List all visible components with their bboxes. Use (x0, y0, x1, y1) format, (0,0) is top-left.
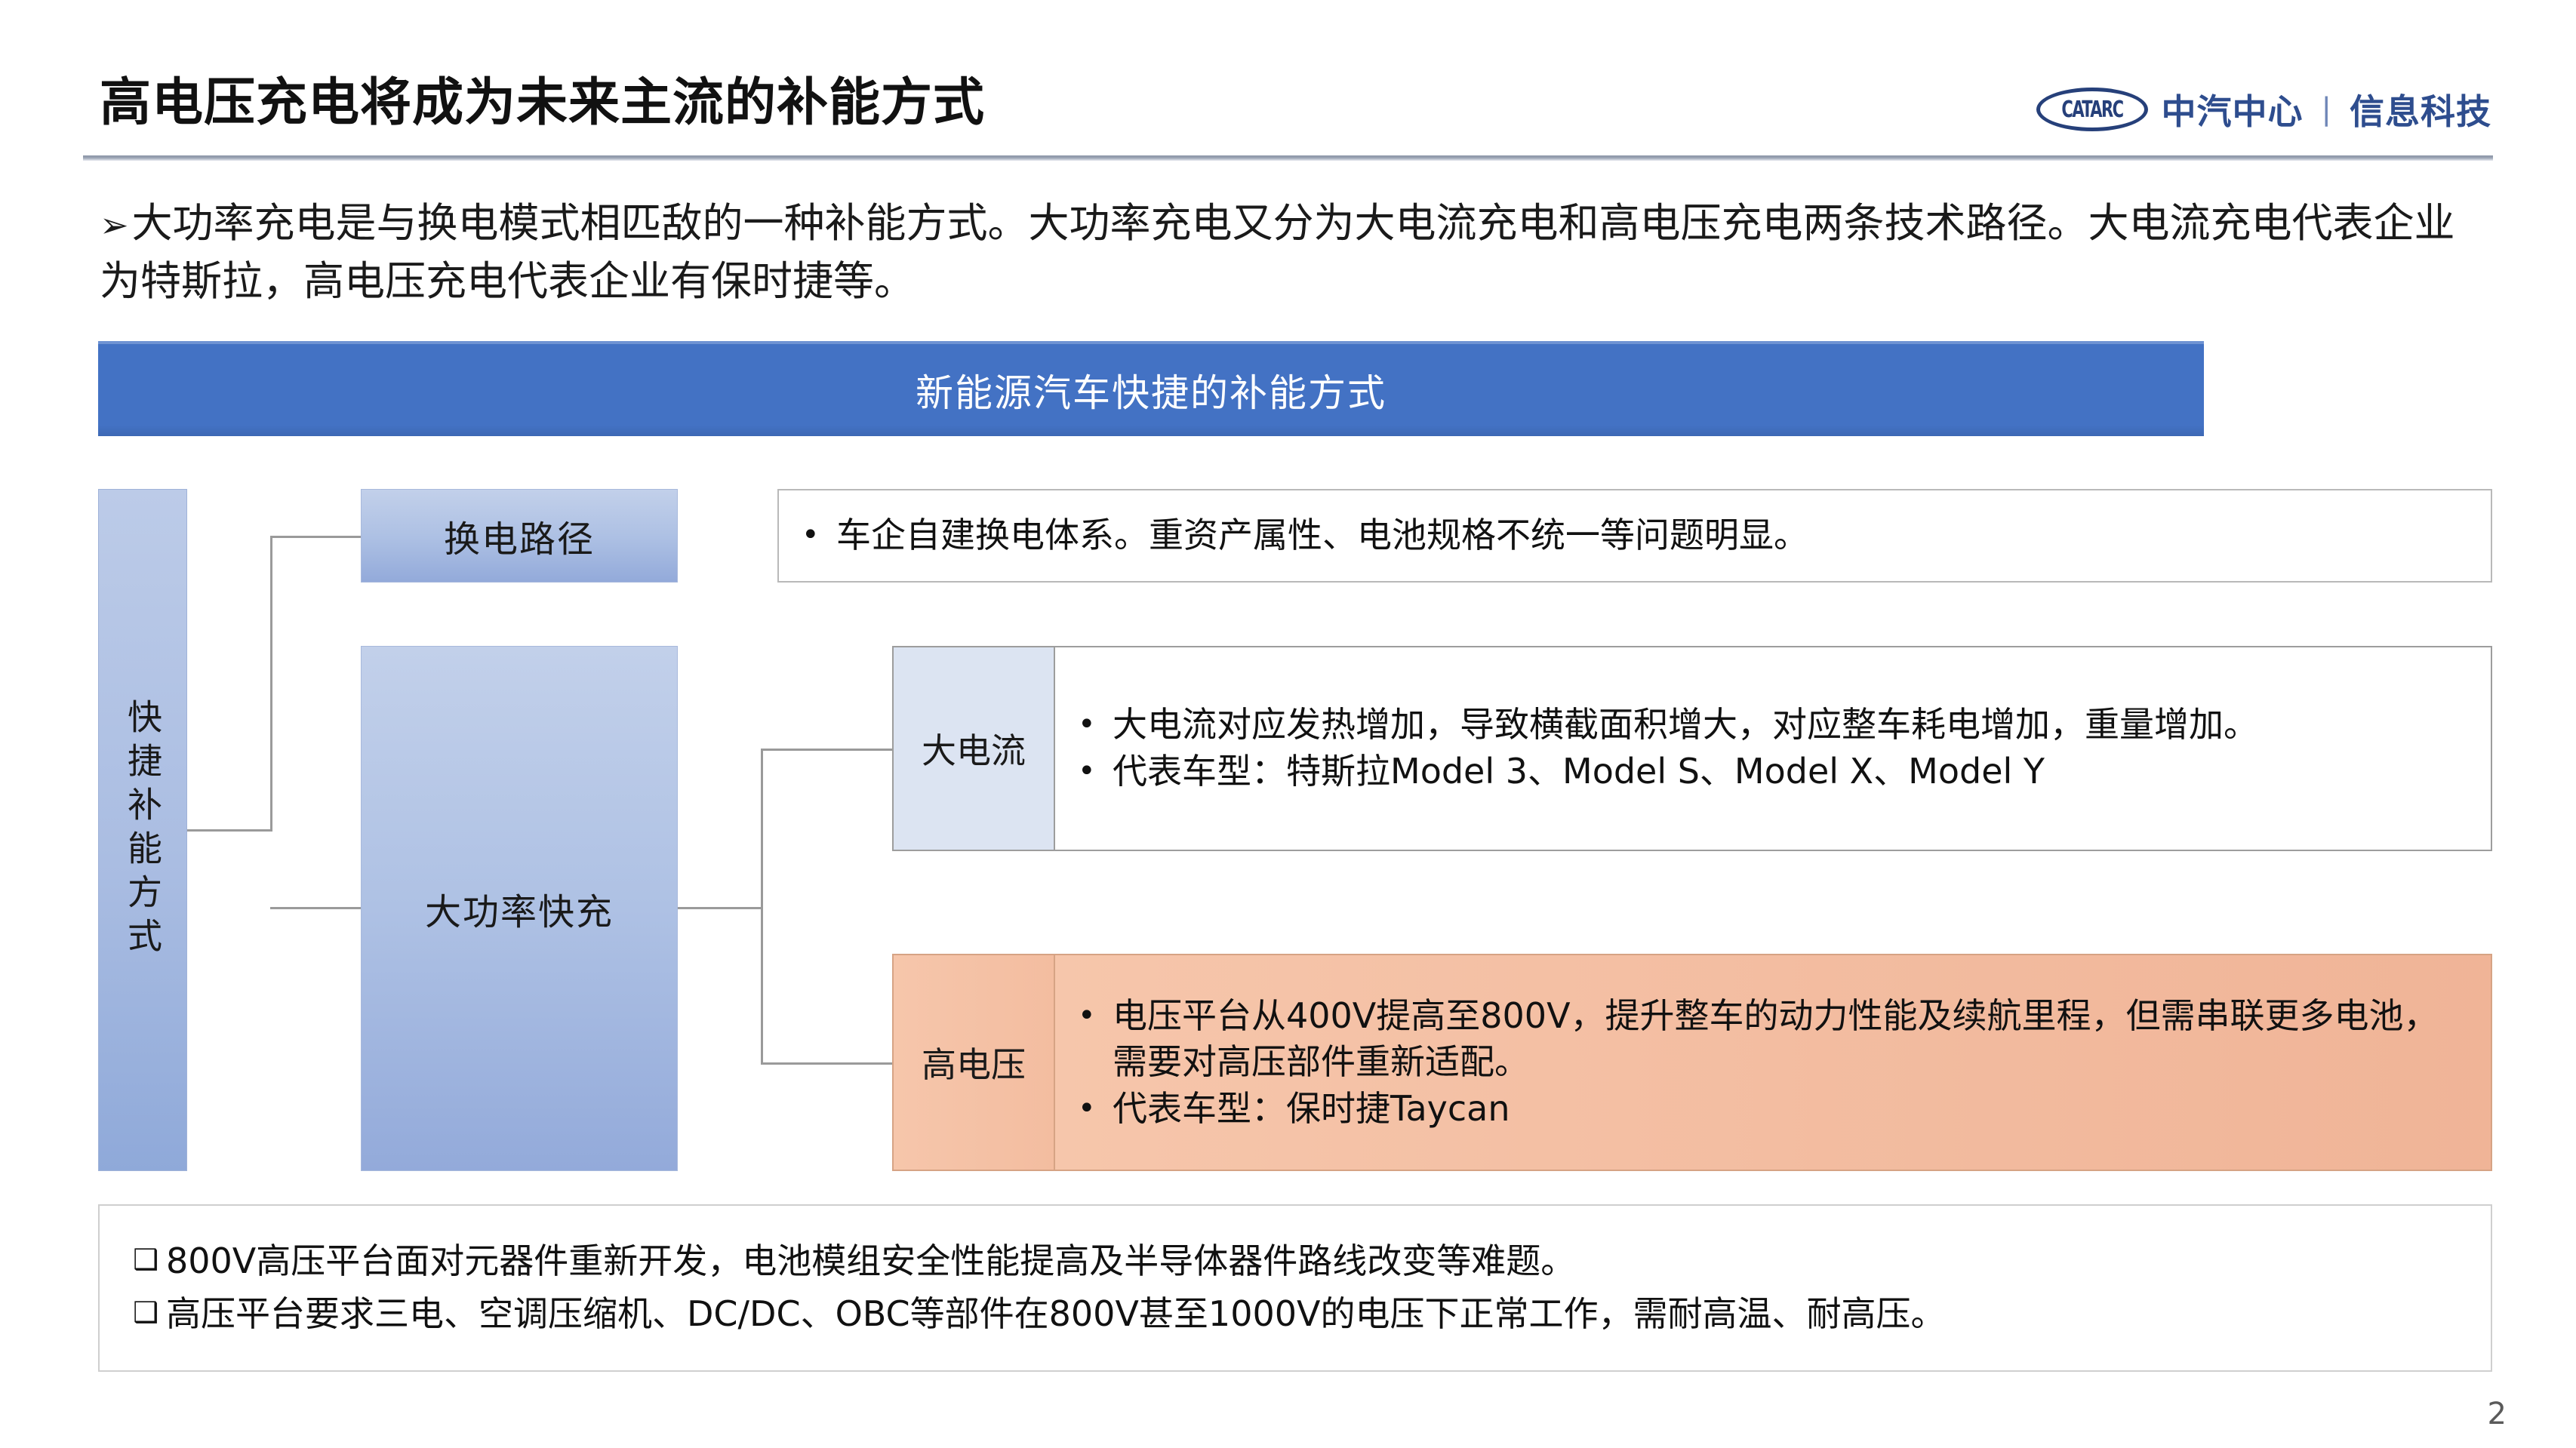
connector-root-vertical (270, 536, 272, 832)
content-high-current-body: • 大电流对应发热增加，导致横截面积增大，对应整车耗电增加，重量增加。 • 代表… (1054, 647, 2491, 850)
node-battery-swap-label: 换电路径 (443, 518, 595, 561)
bullet-text: 大电流对应发热增加，导致横截面积增大，对应整车耗电增加，重量增加。 (1113, 704, 2258, 746)
node-high-current-label[interactable]: 大电流 (894, 647, 1054, 850)
bullet-text: 代表车型：特斯拉Model 3、Model S、Model X、Model Y (1113, 751, 2045, 792)
bottom-note-text: 高压平台要求三电、空调压缩机、DC/DC、OBC等部件在800V甚至1000V的… (166, 1293, 1946, 1334)
bullet-dot-icon: • (802, 518, 820, 553)
bullet-item: • 代表车型：保时捷Taycan (1078, 1086, 2464, 1133)
connector-to-highvoltage (761, 1062, 894, 1065)
square-bullet-icon: ❑ (133, 1296, 159, 1329)
connector-to-swap (270, 536, 361, 538)
content-high-voltage-body: • 电压平台从400V提高至800V，提升整车的动力性能及续航里程，但需串联更多… (1054, 955, 2491, 1170)
node-root[interactable]: 快捷补能方式 (98, 489, 187, 1171)
bottom-note-item: ❑ 800V高压平台面对元器件重新开发，电池模组安全性能提高及半导体器件路线改变… (133, 1235, 2458, 1288)
logo-separator: | (2321, 92, 2331, 127)
bullet-item: • 电压平台从400V提高至800V，提升整车的动力性能及续航里程，但需串联更多… (1078, 993, 2464, 1086)
lead-paragraph: ➢大功率充电是与换电模式相匹敌的一种补能方式。大功率充电又分为大电流充电和高电压… (100, 195, 2485, 310)
bullet-dot-icon: • (1078, 707, 1096, 742)
bullet-item: • 车企自建换电体系。重资产属性、电池规格不统一等问题明显。 (779, 512, 1808, 559)
node-battery-swap[interactable]: 换电路径 (361, 489, 678, 583)
lead-text: 大功率充电是与换电模式相匹敌的一种补能方式。大功率充电又分为大电流充电和高电压充… (100, 199, 2455, 305)
connector-to-current (761, 749, 894, 751)
catarc-mark-text: CATARC (2060, 96, 2124, 123)
lead-arrow-icon: ➢ (100, 204, 129, 245)
node-high-power-fast-charge[interactable]: 大功率快充 (361, 646, 678, 1171)
connector-root-stub (187, 829, 272, 832)
header-divider (83, 155, 2493, 161)
bottom-note-text: 800V高压平台面对元器件重新开发，电池模组安全性能提高及半导体器件路线改变等难… (166, 1240, 1576, 1282)
content-battery-swap: • 车企自建换电体系。重资产属性、电池规格不统一等问题明显。 (777, 489, 2492, 583)
page-title: 高电压充电将成为未来主流的补能方式 (100, 73, 986, 133)
connector-fast-stub (678, 907, 762, 909)
catarc-ellipse-icon: CATARC (2036, 88, 2148, 131)
node-root-label: 快捷补能方式 (122, 699, 163, 961)
bullet-dot-icon: • (1078, 998, 1096, 1033)
content-high-voltage: 高电压 • 电压平台从400V提高至800V，提升整车的动力性能及续航里程，但需… (892, 954, 2492, 1171)
bullet-item: • 大电流对应发热增加，导致横截面积增大，对应整车耗电增加，重量增加。 (1078, 702, 2464, 749)
node-high-power-fast-charge-label: 大功率快充 (424, 891, 614, 933)
flow-diagram: 快捷补能方式 换电路径 • 车企自建换电体系。重资产属性、电池规格不统一等问题明… (98, 489, 2492, 1171)
bullet-dot-icon: • (1078, 1090, 1096, 1126)
bullet-text: 车企自建换电体系。重资产属性、电池规格不统一等问题明显。 (836, 515, 1808, 556)
bullet-text: 电压平台从400V提高至800V，提升整车的动力性能及续航里程，但需串联更多电池… (1113, 995, 2439, 1083)
bullet-item: • 代表车型：特斯拉Model 3、Model S、Model X、Model … (1078, 749, 2464, 795)
logo-company-name: 中汽中心 (2161, 91, 2304, 132)
square-bullet-icon: ❑ (133, 1243, 159, 1277)
node-high-voltage-label[interactable]: 高电压 (894, 955, 1054, 1170)
bullet-text: 代表车型：保时捷Taycan (1113, 1087, 1510, 1129)
connector-fast-vertical (761, 749, 763, 1064)
section-banner: 新能源汽车快捷的补能方式 (98, 341, 2204, 436)
bullet-dot-icon: • (1078, 754, 1096, 789)
content-high-current: 大电流 • 大电流对应发热增加，导致横截面积增大，对应整车耗电增加，重量增加。 … (892, 646, 2492, 851)
section-banner-title: 新能源汽车快捷的补能方式 (916, 371, 1386, 415)
logo-subbrand: 信息科技 (2350, 91, 2491, 132)
page-number: 2 (2487, 1397, 2507, 1431)
brand-logo: CATARC 中汽中心 | 信息科技 (2036, 85, 2491, 134)
connector-to-fast (270, 907, 361, 909)
bottom-note-item: ❑ 高压平台要求三电、空调压缩机、DC/DC、OBC等部件在800V甚至1000… (133, 1288, 2458, 1341)
bottom-notes: ❑ 800V高压平台面对元器件重新开发，电池模组安全性能提高及半导体器件路线改变… (98, 1204, 2492, 1372)
